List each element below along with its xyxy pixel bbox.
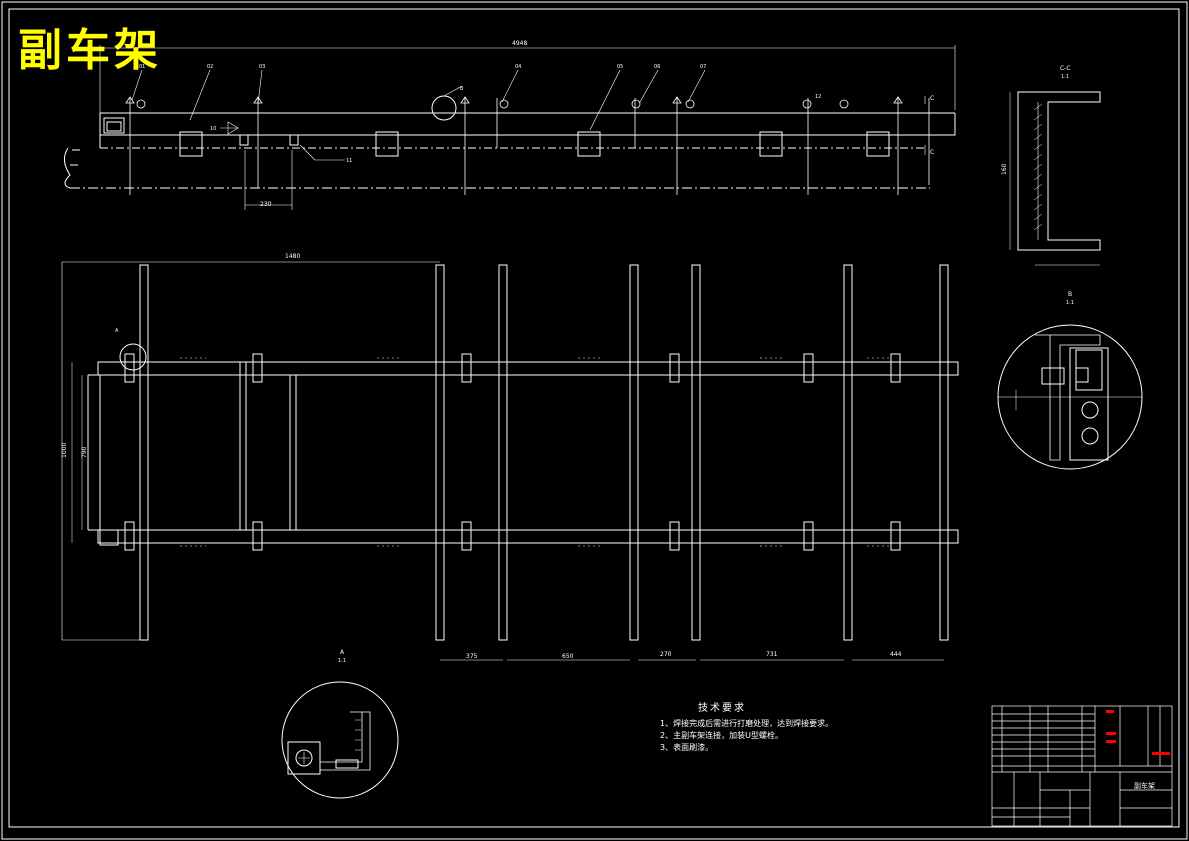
tech-item-3: 3、表面刷漆。 [660, 743, 714, 752]
detail-a-scale: 1:1 [338, 658, 346, 664]
dim-section-h: 160 [1001, 163, 1008, 175]
detail-a-label: A [340, 649, 345, 656]
view-b-label: B [460, 86, 464, 92]
svg-text:06: 06 [654, 64, 660, 70]
c-mark-bottom: C [930, 149, 934, 156]
c-mark-top: C [930, 95, 934, 102]
detail-b-label: B [1068, 291, 1072, 298]
dim-375: 375 [466, 653, 478, 660]
section-cc [1009, 91, 1101, 266]
dim-731: 731 [766, 651, 778, 658]
dim-270: 270 [660, 651, 672, 658]
detail-b-scale: 1:1 [1066, 300, 1074, 306]
inner-border [8, 8, 1180, 828]
title-block [991, 705, 1173, 827]
tech-requirements: 技术要求 1、焊接完成后需进行打磨处理，达到焊接要求。 2、主副车架连接，加装U… [660, 703, 833, 754]
dim-1000: 1000 [61, 443, 68, 458]
brackets-side [179, 131, 890, 157]
dim-790: 790 [81, 446, 88, 458]
dim-444: 444 [890, 651, 902, 658]
dim-650: 650 [562, 653, 574, 660]
svg-text:03: 03 [259, 64, 265, 70]
dim-overall: 4948 [512, 40, 527, 47]
tech-item-1: 1、焊接完成后需进行打磨处理，达到焊接要求。 [660, 719, 834, 728]
plan-brackets [124, 353, 901, 551]
svg-text:12: 12 [815, 94, 821, 100]
detail-a [281, 681, 399, 799]
page-title: 副车架 [18, 25, 162, 76]
svg-text:11: 11 [346, 158, 352, 164]
svg-text:04: 04 [515, 64, 521, 70]
dim-230: 230 [260, 201, 272, 208]
drawing-name: 副车架 [1134, 781, 1155, 790]
title-block-red [1106, 710, 1170, 755]
svg-text:01: 01 [139, 64, 145, 70]
tech-requirements-heading: 技术要求 [698, 703, 746, 714]
section-cc-label: C-C [1060, 65, 1071, 72]
bolts-side [125, 96, 930, 195]
dim-1480: 1480 [285, 253, 300, 260]
tech-item-2: 2、主副车架连接，加装U型螺栓。 [660, 731, 783, 740]
svg-text:05: 05 [617, 64, 623, 70]
svg-text:07: 07 [700, 64, 706, 70]
plan-view [61, 261, 959, 661]
side-view [64, 45, 956, 210]
section-cc-scale: 1:1 [1061, 74, 1069, 80]
svg-text:10: 10 [210, 126, 216, 132]
side-view-text: 4948 230 01 02 03 04 05 06 07 10 11 12 B… [139, 40, 934, 208]
detail-b [997, 324, 1143, 470]
svg-text:02: 02 [207, 64, 213, 70]
view-a-label: A [115, 328, 119, 334]
